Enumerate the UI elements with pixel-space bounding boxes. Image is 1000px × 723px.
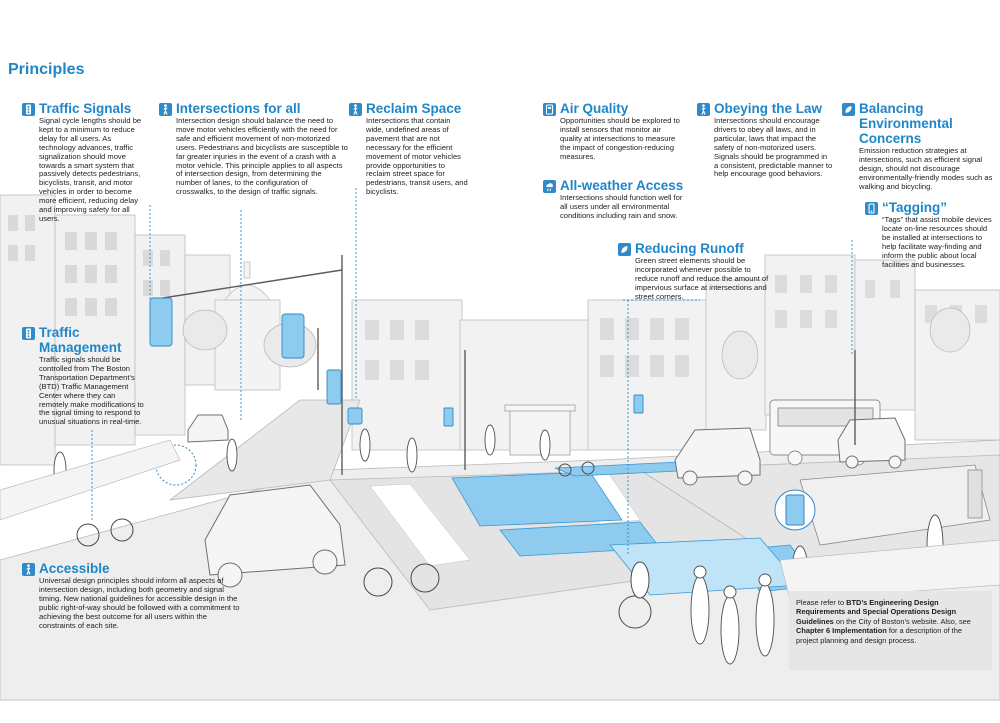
principle-all-weather-access: All-weather Access Intersections should …	[543, 178, 691, 221]
air-quality-icon	[543, 103, 556, 116]
signal-heads	[149, 297, 644, 427]
callout-leader-lines	[91, 188, 853, 555]
reference-note-chapter: Chapter 6 Implementation	[796, 626, 887, 636]
principle-reclaim-space: Reclaim Space Intersections that contain…	[349, 101, 469, 197]
principle-text: Signal cycle lengths should be kept to a…	[39, 116, 142, 223]
pedestrian-icon	[22, 563, 35, 576]
principle-text: Green street elements should be incorpor…	[635, 256, 769, 301]
page-title: Principles	[8, 61, 85, 78]
tag-icon	[865, 202, 878, 215]
principle-air-quality: Air Quality Opportunities should be expl…	[543, 101, 681, 162]
principle-balancing-environmental-concerns: Balancing Environmental Concerns Emissio…	[842, 101, 994, 192]
principle-title: Obeying the Law	[714, 101, 823, 116]
reference-note-intro: Please refer to	[796, 598, 847, 607]
reference-note-guidelines: BTD’s Engineering Design Requirements an…	[796, 598, 957, 626]
traffic-signals	[149, 255, 856, 475]
principle-title: Balancing Environmental Concerns	[859, 101, 953, 146]
principle-title: Intersections for all	[176, 101, 301, 116]
principle-text: Intersections that contain wide, undefin…	[366, 116, 468, 197]
wheelchair-user	[618, 561, 652, 629]
bike-share-station	[799, 464, 991, 546]
principle-obeying-the-law: Obeying the Law Intersections should enc…	[697, 101, 833, 179]
pedestrian-icon	[349, 103, 362, 116]
principle-text: Emission reduction strategies at interse…	[859, 146, 993, 191]
buildings-center	[351, 254, 1000, 451]
principle-text: Universal design principles should infor…	[39, 576, 240, 630]
principle-text: Intersections should function well for a…	[560, 193, 683, 220]
bus-shelter	[504, 404, 576, 456]
principle-title: Accessible	[39, 561, 110, 576]
tagging-phone-callout	[774, 489, 816, 531]
principle-traffic-management: Traffic Management Traffic signals shoul…	[22, 325, 144, 427]
principle-reducing-runoff: Reducing Runoff Green street elements sh…	[618, 241, 770, 302]
traffic-signal-icon	[22, 103, 35, 116]
principle-text: Opportunities should be explored to inst…	[560, 116, 680, 161]
principle-title: Reclaim Space	[366, 101, 462, 116]
principle-traffic-signals: Traffic Signals Signal cycle lengths sho…	[22, 101, 144, 224]
principle-title: “Tagging”	[882, 200, 947, 215]
principle-title: Traffic Management	[39, 325, 122, 355]
principle-text: Traffic signals should be controlled fro…	[39, 355, 144, 427]
principle-text: Intersections should encourage drivers t…	[714, 116, 833, 179]
principle-text: “Tags” that assist mobile devices locate…	[882, 215, 992, 269]
weather-icon	[543, 180, 556, 193]
reference-note-middle: on the City of Boston’s website. Also, s…	[833, 616, 971, 626]
pedestrian-icon	[159, 103, 172, 116]
principle-title: Reducing Runoff	[635, 241, 744, 256]
principle-text: Intersection design should balance the n…	[176, 116, 348, 197]
principle-tagging: “Tagging” “Tags” that assist mobile devi…	[865, 200, 995, 269]
leaf-icon	[618, 243, 631, 256]
principle-accessible: Accessible Universal design principles s…	[22, 561, 240, 630]
principle-intersections-for-all: Intersections for all Intersection desig…	[159, 101, 349, 197]
reference-note: Please refer to BTD’s Engineering Design…	[789, 591, 992, 670]
principle-title: Air Quality	[560, 101, 629, 116]
pedestrian-icon	[697, 103, 710, 116]
principle-title: Traffic Signals	[39, 101, 132, 116]
leaf-icon	[842, 103, 855, 116]
reference-note-end: for a description of the project plannin…	[796, 626, 962, 645]
cars	[187, 414, 906, 588]
sidewalk	[0, 439, 1000, 601]
principle-title: All-weather Access	[560, 178, 684, 193]
cyclists	[76, 444, 595, 597]
traffic-signal-icon	[22, 327, 35, 340]
